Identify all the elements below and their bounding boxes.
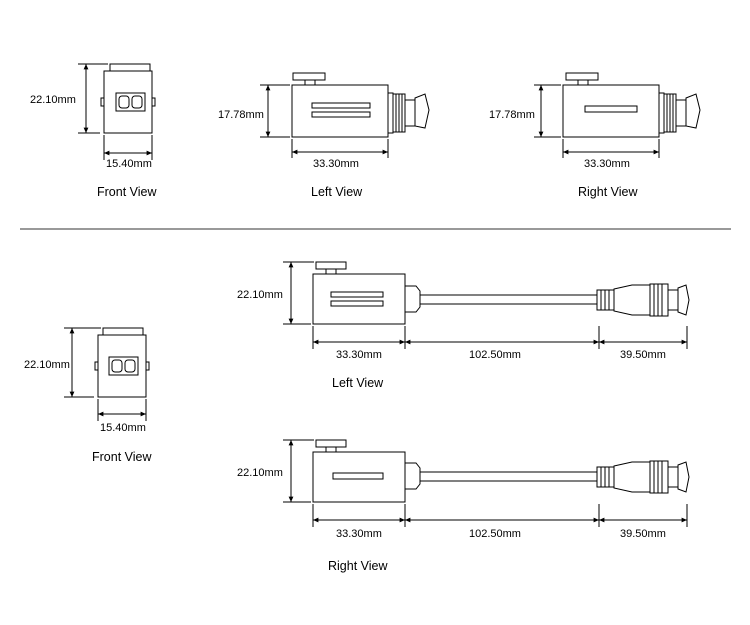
bottom-left-bnc <box>677 284 690 316</box>
bottom-right-plug-label: 39.50mm <box>620 528 666 540</box>
bottom-right-cable-label: 102.50mm <box>469 528 521 540</box>
top-left-bnc <box>414 93 430 129</box>
top-front-port-right <box>131 95 143 109</box>
bottom-right-caption: Right View <box>328 559 388 573</box>
top-left-height-label: 17.78mm <box>218 109 264 121</box>
top-right-width-label: 33.30mm <box>584 158 630 170</box>
top-left-width-label: 33.30mm <box>313 158 359 170</box>
top-left-slot-upper <box>311 102 371 109</box>
bottom-left-height-label: 22.10mm <box>237 289 283 301</box>
top-front-view <box>78 63 156 160</box>
bottom-front-width-label: 15.40mm <box>100 422 146 434</box>
top-front-caption: Front View <box>97 185 157 199</box>
bottom-right-body-label: 33.30mm <box>336 528 382 540</box>
top-left-slot-lower <box>311 111 371 118</box>
bottom-front-caption: Front View <box>92 450 152 464</box>
bottom-left-plug-label: 39.50mm <box>620 349 666 361</box>
bottom-right-view <box>283 439 690 527</box>
top-left-view <box>260 72 430 158</box>
bottom-left-strain-relief <box>405 285 421 313</box>
bottom-right-strain-relief <box>405 462 421 490</box>
bottom-front-view <box>64 327 150 421</box>
top-front-height-label: 22.10mm <box>30 94 76 106</box>
top-front-side-tab-left <box>100 97 105 107</box>
bottom-left-caption: Left View <box>332 376 384 390</box>
top-right-cap <box>565 72 599 81</box>
top-right-body <box>562 84 660 138</box>
top-front-cap <box>109 63 151 72</box>
bottom-right-body <box>312 451 406 503</box>
top-right-bnc <box>685 93 701 129</box>
top-front-port-left <box>118 95 130 109</box>
bottom-right-height-label: 22.10mm <box>237 467 283 479</box>
top-front-port-frame <box>115 92 146 112</box>
top-front-width-label: 15.40mm <box>106 158 152 170</box>
bottom-left-body-label: 33.30mm <box>336 349 382 361</box>
top-right-caption: Right View <box>578 185 638 199</box>
bottom-left-cable-label: 102.50mm <box>469 349 521 361</box>
top-left-cap <box>292 72 326 81</box>
bottom-right-bnc <box>677 461 690 493</box>
top-right-slot <box>584 105 638 113</box>
top-right-view <box>534 72 701 158</box>
bottom-left-view <box>283 261 690 349</box>
top-right-height-label: 17.78mm <box>489 109 535 121</box>
top-left-body <box>291 84 389 138</box>
top-left-caption: Left View <box>311 185 363 199</box>
top-front-side-tab-right <box>151 97 156 107</box>
bottom-front-height-label: 22.10mm <box>24 359 70 371</box>
bottom-left-body <box>312 273 406 325</box>
